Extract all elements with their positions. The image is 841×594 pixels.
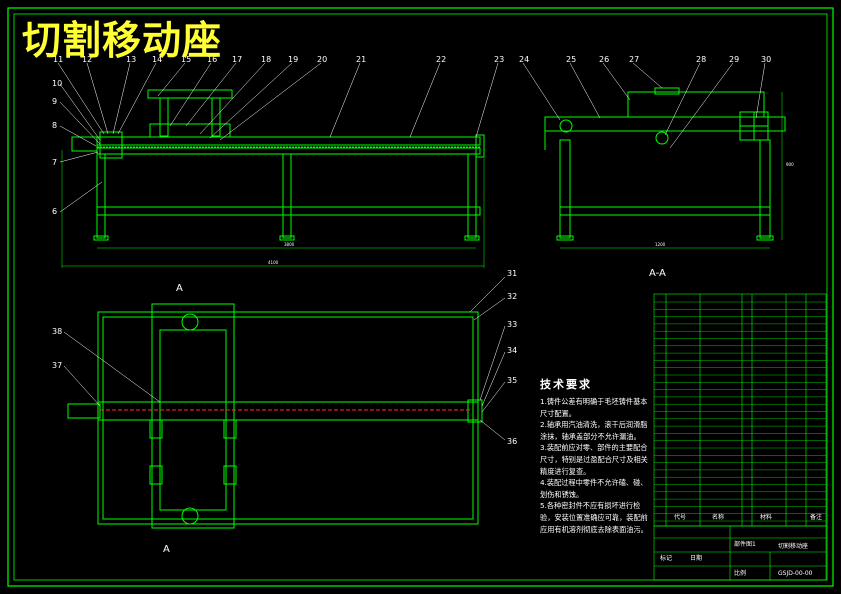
- bom-row-lines: [654, 301, 826, 522]
- note-item-4: 4.装配过程中零件不允许磕、碰、划伤和锈蚀。: [540, 478, 648, 499]
- title-block-drawing-name: 切割移动座: [778, 542, 808, 550]
- technical-requirements: 技术要求 1.铸件公差有明确于毛坯铸件基本尺寸配置。 2.轴承用汽油清洗，滚干后…: [540, 376, 652, 535]
- dim-front-overall: 4100: [268, 260, 279, 265]
- section-label-aa: A-A: [649, 268, 666, 279]
- side-carriage: [627, 91, 765, 118]
- title-block-sig-mark: 标记: [660, 554, 672, 562]
- notes-heading: 技术要求: [540, 378, 592, 391]
- front-carriage-top: [147, 89, 233, 99]
- front-view: [61, 89, 485, 268]
- callout-numbers: 11 12 13 14 15 16 17 18 19 20 21 22 23 10 9 8 7 6 24 25 26 27…: [52, 55, 771, 446]
- note-item-5: 5.各种密封件不应有损坏进行检验，安装位置准确应可靠，装配前应用有机溶剂彻底去除…: [540, 501, 648, 534]
- front-top-rail: [96, 136, 481, 146]
- bom-table: [653, 293, 827, 527]
- bom-header-name: 名称: [712, 513, 724, 521]
- side-callout-25: 25: [566, 55, 576, 64]
- front-callout-13: 13: [126, 55, 136, 64]
- side-callout-30: 30: [761, 55, 771, 64]
- front-callout-7: 7: [52, 158, 57, 167]
- front-carriage-base: [149, 123, 231, 138]
- side-leg-right: [759, 139, 771, 239]
- top-callout-33: 33: [507, 320, 517, 329]
- front-callout-12: 12: [82, 55, 92, 64]
- front-callout-15: 15: [181, 55, 191, 64]
- note-item-3: 3.装配前应对零、部件的主要配合尺寸，特别是过盈配合尺寸及相关精度进行复查。: [540, 443, 648, 476]
- drawing-title: 切割移动座: [22, 19, 223, 64]
- front-leg-1: [96, 153, 106, 239]
- front-callout-14: 14: [152, 55, 162, 64]
- front-callout-10: 10: [52, 79, 62, 88]
- note-item-1: 1.铸件公差有明确于毛坯铸件基本尺寸配置。: [540, 397, 648, 418]
- top-view: [67, 303, 483, 529]
- dim-side-width: 1200: [655, 242, 666, 247]
- front-callout-11: 11: [53, 55, 63, 64]
- bom-header-code: 代号: [674, 513, 686, 521]
- dim-side-height: 900: [786, 162, 794, 167]
- title-block: [653, 525, 827, 581]
- top-callouts: [63, 276, 506, 441]
- dim-front-inner: 3800: [284, 242, 295, 247]
- title-block-scale: 比例: [734, 569, 746, 577]
- front-motor: [71, 136, 98, 152]
- title-block-drawing-no: GSJD-00-00: [778, 570, 813, 577]
- front-leg-3: [467, 153, 477, 239]
- front-callout-23: 23: [494, 55, 504, 64]
- section-label-a-bottom: A: [163, 544, 170, 555]
- front-callout-6: 6: [52, 207, 57, 216]
- title-block-sig-date: 日期: [690, 554, 702, 562]
- bom-header-remark: 备注: [810, 513, 822, 521]
- front-callout-22: 22: [436, 55, 446, 64]
- top-callout-31: 31: [507, 269, 517, 278]
- front-crossbar: [96, 206, 481, 216]
- side-gear: [655, 131, 669, 145]
- side-view: [544, 87, 786, 249]
- front-callouts: [57, 62, 499, 213]
- top-callout-36: 36: [507, 437, 517, 446]
- top-callout-38: 38: [52, 327, 62, 336]
- outer-border: [7, 7, 834, 587]
- front-callout-21: 21: [356, 55, 366, 64]
- side-callout-28: 28: [696, 55, 706, 64]
- side-callout-24: 24: [519, 55, 529, 64]
- top-callout-32: 32: [507, 292, 517, 301]
- side-top-frame: [544, 116, 786, 132]
- top-callout-34: 34: [507, 346, 517, 355]
- front-callout-17: 17: [232, 55, 242, 64]
- top-carriage: [151, 303, 235, 529]
- note-item-2: 2.轴承用汽油清洗，滚干后润滑脂涂抹，轴承盖部分不允许漏油。: [540, 420, 648, 441]
- front-rack: [96, 147, 481, 155]
- side-crossbar: [559, 206, 771, 216]
- side-callouts: [522, 62, 766, 149]
- front-callout-18: 18: [261, 55, 271, 64]
- front-callout-19: 19: [288, 55, 298, 64]
- title-block-part-label: 部件图1: [734, 540, 756, 548]
- top-callout-35: 35: [507, 376, 517, 385]
- bom-header-material: 材料: [760, 513, 772, 521]
- section-label-a-top: A: [176, 283, 183, 294]
- inner-border: [13, 13, 828, 581]
- front-callout-16: 16: [207, 55, 217, 64]
- side-callout-27: 27: [629, 55, 639, 64]
- top-callout-37: 37: [52, 361, 62, 370]
- side-callout-29: 29: [729, 55, 739, 64]
- front-callout-9: 9: [52, 97, 57, 106]
- side-leg-left: [559, 139, 571, 239]
- side-roller-left: [559, 119, 573, 133]
- front-leg-2: [282, 153, 292, 239]
- front-end-bracket: [99, 131, 123, 159]
- side-callout-26: 26: [599, 55, 609, 64]
- top-motor: [67, 403, 101, 419]
- top-frame-outer: [97, 311, 479, 525]
- front-callout-8: 8: [52, 121, 57, 130]
- front-callout-20: 20: [317, 55, 327, 64]
